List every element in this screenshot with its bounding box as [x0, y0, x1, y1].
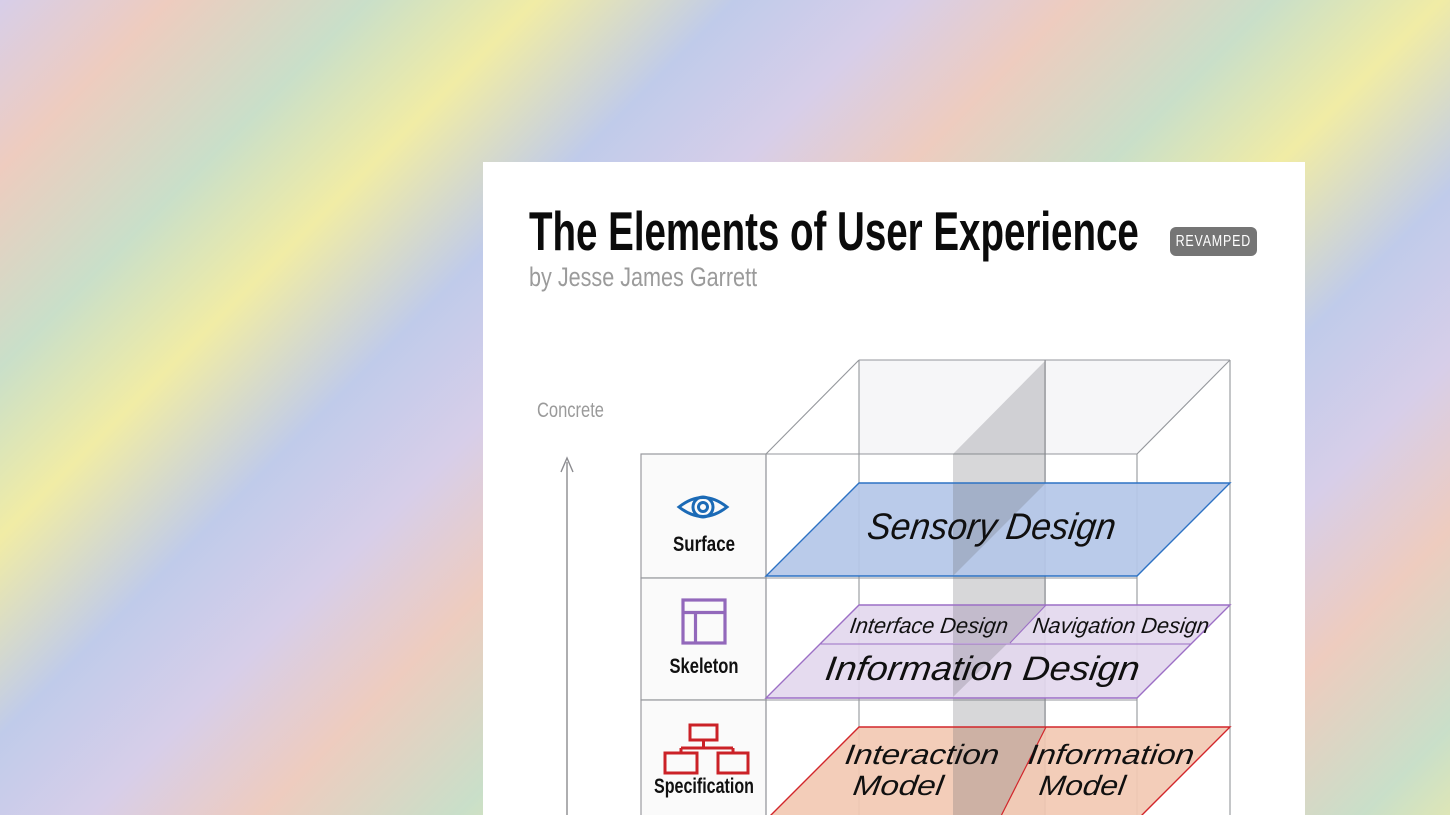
plane-label-navigation-design: Navigation Design — [1031, 613, 1210, 638]
eye-icon — [676, 495, 730, 519]
plane-label-sensory-design: Sensory Design — [865, 505, 1119, 547]
gray-cutting-plane — [953, 360, 1046, 815]
axis-label-concrete: Concrete — [537, 398, 604, 422]
plane-skeleton-outline — [764, 604, 1232, 699]
ux-layers-diagram: Concrete — [537, 359, 1232, 815]
row-label-surface: Surface — [673, 533, 735, 556]
row-label-specification: Specification — [654, 775, 754, 798]
plane-specification-shadow — [953, 727, 1046, 815]
axis-arrow-up — [560, 456, 574, 815]
plane-skeleton-shadow-lower — [953, 644, 1007, 697]
plane-label-information-design: Information Design — [823, 650, 1142, 688]
layout-icon — [681, 598, 727, 645]
plane-sensory-design: Sensory Design — [764, 482, 1232, 577]
plane-skeleton-cell-divider — [1009, 604, 1047, 644]
slide-card: The Elements of User Experience REVAMPED… — [483, 162, 1305, 815]
plane-label-information-model: Model — [1037, 770, 1128, 801]
plane-specification-outline — [770, 726, 1232, 815]
plane-skeleton-shadow-upper — [953, 605, 1046, 643]
plane-sensory-outline — [764, 482, 1232, 577]
row-cell-specification — [640, 699, 767, 815]
revamped-badge: REVAMPED — [1170, 227, 1257, 256]
subtitle-author: by Jesse James Garrett — [529, 262, 758, 292]
row-cell-skeleton — [640, 577, 767, 701]
plane-label-interaction-model: Model — [851, 770, 946, 801]
page-title: The Elements of User Experience — [529, 200, 1139, 262]
plane-specification-models: Interaction Model Information Model — [770, 726, 1232, 815]
plane-specification-divider — [1000, 726, 1047, 815]
row-label-skeleton: Skeleton — [670, 655, 739, 678]
plane-skeleton-fill — [766, 605, 1230, 698]
plane-skeleton-design: Interface Design Navigation Design Infor… — [764, 604, 1232, 699]
sitemap-icon — [663, 723, 750, 775]
plane-label-interaction: Interaction — [843, 739, 1001, 770]
plane-sensory-shadow — [953, 483, 1046, 576]
plane-specification-fill — [771, 727, 1230, 815]
plane-label-information: Information — [1026, 739, 1196, 770]
revamped-badge-label: REVAMPED — [1175, 232, 1252, 250]
plane-label-interface-design: Interface Design — [848, 613, 1009, 638]
plane-sensory-fill — [766, 483, 1230, 576]
